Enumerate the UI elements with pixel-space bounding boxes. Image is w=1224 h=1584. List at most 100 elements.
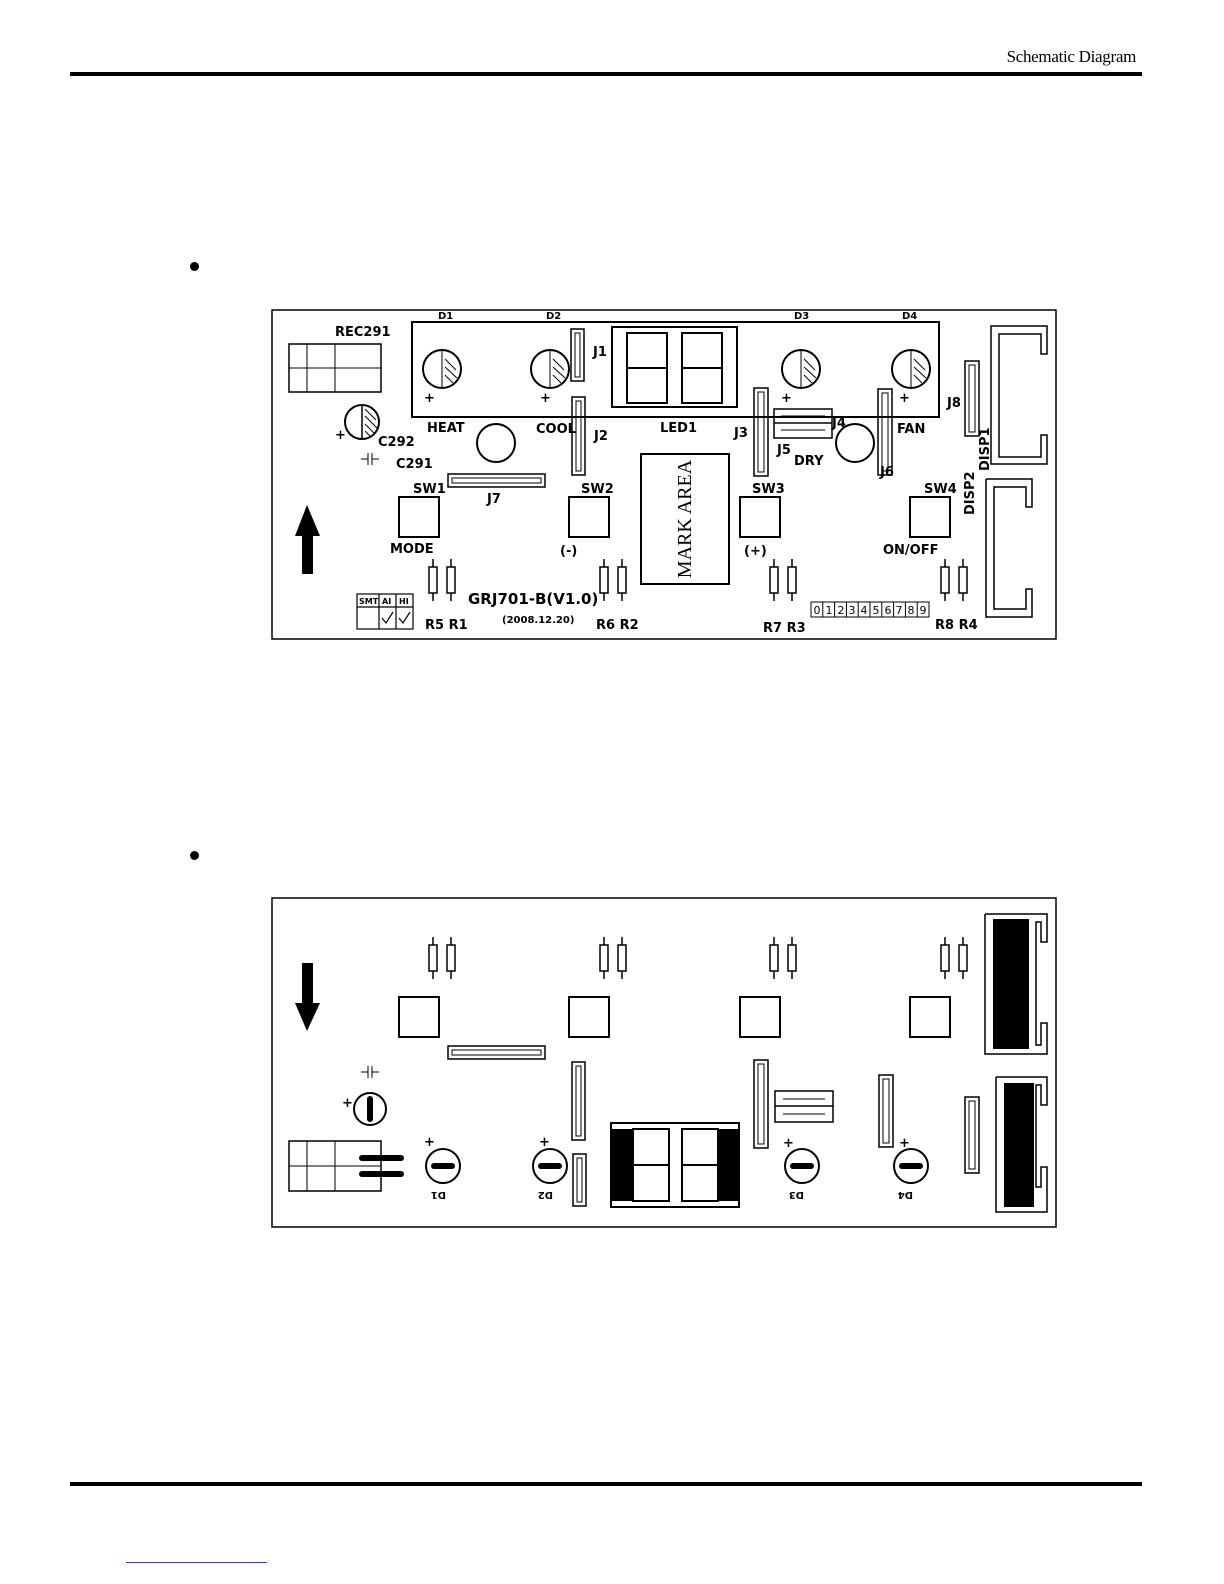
j7-label: J7 [486, 492, 501, 507]
capacitor-symbol [361, 1066, 379, 1078]
pad-round-left [477, 424, 515, 462]
display-back [611, 1123, 739, 1207]
pad-round-right [836, 424, 874, 462]
jumper-j8 [965, 361, 979, 436]
resistor-pair-r7-r3 [770, 559, 796, 601]
digit-4: 4 [861, 604, 868, 617]
digit-3: 3 [849, 604, 856, 617]
capacitor-round [354, 1093, 386, 1125]
minus-label: (-) [560, 544, 577, 559]
jumper-horizontal [448, 1046, 545, 1059]
capacitor-c291-symbol [361, 453, 379, 465]
led-back-d1 [426, 1149, 460, 1183]
d2-plus: + [540, 391, 551, 406]
capacitor-c292 [345, 405, 379, 439]
footer-rule [70, 1482, 1142, 1486]
digit-9: 9 [920, 604, 927, 617]
resistor-pair-1 [429, 937, 455, 979]
led-d1 [423, 350, 461, 388]
d3-plus: + [781, 391, 792, 406]
digit-1: 1 [826, 604, 833, 617]
pcb-top-view: REC291 D1 D2 D3 D4 + + + + HEAT COOL FAN… [271, 309, 1057, 640]
switch-sw2 [569, 497, 609, 537]
c291-label: C291 [396, 457, 433, 472]
pcb-bottom-view: + + + + + D1 D2 D3 D4 [271, 897, 1057, 1228]
led-back-d2-plus: + [539, 1135, 550, 1150]
jumper-vertical-1 [572, 1062, 585, 1140]
sw1-label: SW1 [413, 482, 446, 497]
resistor-pair-r5-r1 [429, 559, 455, 601]
j6-label: J6 [879, 465, 894, 480]
led1-display [612, 327, 737, 407]
page-header-title: Schematic Diagram [1007, 47, 1136, 67]
led-back-d3-label: D3 [789, 1189, 804, 1200]
dry-label: DRY [794, 454, 824, 469]
disp1-label: DISP1 [978, 427, 993, 471]
jumper-vertical-3 [754, 1060, 768, 1148]
disp1-connector [991, 326, 1047, 464]
sw2-label: SW2 [581, 482, 614, 497]
digit-7: 7 [896, 604, 903, 617]
resistor-pair-4 [941, 937, 967, 979]
board-name: GRJ701-B(V1.0) [468, 590, 598, 608]
led1-label: LED1 [660, 421, 697, 436]
d3-label: D3 [794, 311, 809, 322]
jumper-vertical-2 [573, 1154, 586, 1206]
j2-label: J2 [593, 429, 608, 444]
jumper-j1 [571, 329, 584, 381]
resistor-pair-r6-r2 [600, 559, 626, 601]
rec291-label: REC291 [335, 325, 391, 340]
d4-label: D4 [902, 311, 917, 322]
digit-8: 8 [908, 604, 915, 617]
jumper-j4-j5 [774, 409, 832, 438]
bullet-bottom-view [190, 851, 199, 860]
d2-label: D2 [546, 311, 561, 322]
c292-label: C292 [378, 435, 415, 450]
disp2-label: DISP2 [963, 471, 978, 515]
r5-r1-label: R5 R1 [425, 618, 468, 633]
d1-label: D1 [438, 311, 453, 322]
switch-pad-3 [740, 997, 780, 1037]
jumper-vertical-5 [965, 1097, 979, 1173]
d1-plus: + [424, 391, 435, 406]
header-rule [70, 72, 1142, 76]
disp-back-connector-2 [996, 1077, 1047, 1212]
digit-5: 5 [873, 604, 880, 617]
board-date: (2008.12.20) [502, 615, 574, 626]
r7-r3-label: R7 R3 [763, 621, 806, 636]
led-back-d3-plus: + [783, 1136, 794, 1151]
jumper-vertical-4 [879, 1075, 893, 1147]
j3-label: J3 [733, 426, 748, 441]
digit-6: 6 [885, 604, 892, 617]
led-back-d1-label: D1 [431, 1189, 446, 1200]
onoff-label: ON/OFF [883, 543, 939, 558]
pcb-outline [272, 898, 1056, 1227]
disp-back-connector-1 [985, 914, 1047, 1054]
c292-plus: + [335, 428, 346, 443]
footer-link-underline[interactable] [126, 1562, 267, 1563]
fan-label: FAN [897, 422, 925, 437]
led-d3 [782, 350, 820, 388]
bullet-top-view [190, 262, 199, 271]
smt-label: SMT [359, 597, 379, 606]
led-d4 [892, 350, 930, 388]
sw3-label: SW3 [752, 482, 785, 497]
heat-label: HEAT [427, 421, 465, 436]
j1-label: J1 [592, 345, 607, 360]
arrow-up-icon [295, 505, 320, 574]
j8-label: J8 [946, 396, 961, 411]
switch-sw1 [399, 497, 439, 537]
j5-label: J5 [776, 443, 791, 458]
hi-label: HI [399, 597, 409, 606]
r6-r2-label: R6 R2 [596, 618, 639, 633]
mark-area-label: MARK AREA [674, 459, 696, 578]
plus-label: (+) [744, 544, 767, 559]
jumper-j6 [878, 389, 892, 475]
resistor-pair-r8-r4 [941, 559, 967, 601]
digit-2: 2 [838, 604, 845, 617]
led-back-d1-plus: + [424, 1135, 435, 1150]
r8-r4-label: R8 R4 [935, 618, 978, 633]
ai-label: AI [382, 597, 391, 606]
switch-pad-1 [399, 997, 439, 1037]
led-strip [412, 322, 939, 417]
